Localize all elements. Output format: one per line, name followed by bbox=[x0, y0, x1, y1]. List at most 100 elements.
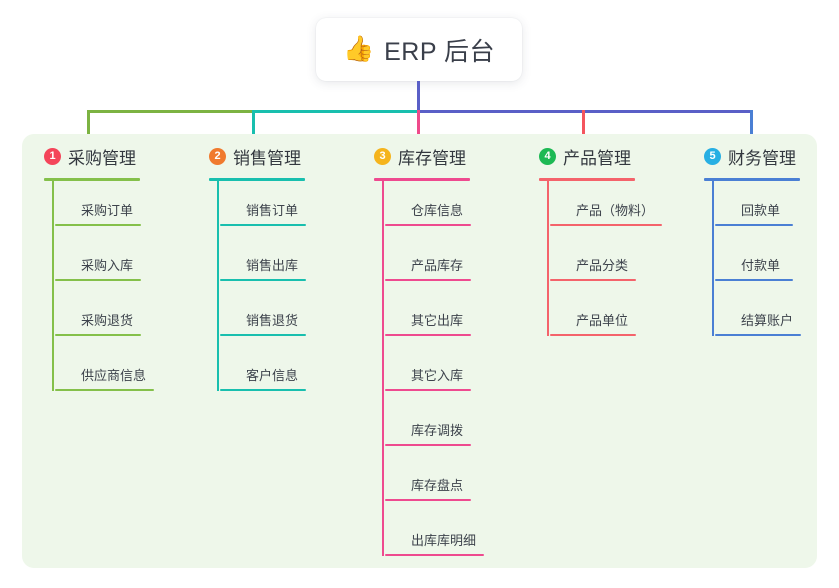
leaf-item-label: 供应商信息 bbox=[81, 368, 147, 383]
branch-header-4[interactable]: 4 产品管理 bbox=[539, 144, 631, 169]
leaf-item-label: 出库库明细 bbox=[411, 533, 477, 548]
leaf-item-underline bbox=[385, 554, 484, 556]
branch-title: 采购管理 bbox=[68, 149, 136, 168]
branch-number-badge: 4 bbox=[539, 148, 556, 165]
leaf-item-underline bbox=[715, 334, 801, 336]
branch-title: 产品管理 bbox=[563, 149, 631, 168]
leaf-item-label: 产品（物料） bbox=[576, 203, 655, 218]
leaf-item-underline bbox=[550, 279, 636, 281]
leaf-item[interactable]: 客户信息 bbox=[220, 351, 350, 391]
leaf-item-label: 回款单 bbox=[741, 203, 781, 218]
leaf-item-label: 产品分类 bbox=[576, 258, 629, 273]
branch-header-1[interactable]: 1 采购管理 bbox=[44, 144, 136, 169]
branch-underline bbox=[374, 178, 470, 181]
bus-segment-teal bbox=[252, 110, 417, 113]
leaf-item-underline bbox=[385, 224, 471, 226]
leaf-item-underline bbox=[715, 224, 793, 226]
root-stem-line bbox=[417, 81, 420, 113]
branch-spine bbox=[547, 178, 549, 336]
leaf-item-label: 库存调拨 bbox=[411, 423, 464, 438]
branch-spine bbox=[52, 178, 54, 391]
branch-header-2[interactable]: 2 销售管理 bbox=[209, 144, 301, 169]
branch-drop-line-2 bbox=[252, 110, 255, 146]
leaf-item-label: 结算账户 bbox=[741, 313, 794, 328]
branch-title: 销售管理 bbox=[233, 149, 301, 168]
leaf-item[interactable]: 出库库明细 bbox=[385, 516, 515, 556]
leaf-item[interactable]: 结算账户 bbox=[715, 296, 839, 336]
branch-underline bbox=[209, 178, 305, 181]
leaf-item-underline bbox=[385, 279, 471, 281]
leaf-item[interactable]: 其它出库 bbox=[385, 296, 515, 336]
leaf-item[interactable]: 产品单位 bbox=[550, 296, 680, 336]
leaf-item-label: 产品库存 bbox=[411, 258, 464, 273]
bus-segment-green bbox=[87, 110, 252, 113]
leaf-item[interactable]: 供应商信息 bbox=[55, 351, 185, 391]
leaf-item[interactable]: 采购退货 bbox=[55, 296, 185, 336]
branch-spine bbox=[217, 178, 219, 391]
branch-number-badge: 5 bbox=[704, 148, 721, 165]
branch-drop-line-1 bbox=[87, 110, 90, 146]
branch-number-badge: 1 bbox=[44, 148, 61, 165]
branch-header-5[interactable]: 5 财务管理 bbox=[704, 144, 796, 169]
branches-panel: 1 采购管理采购订单采购入库采购退货供应商信息 2 销售管理销售订单销售出库销售退货客… bbox=[22, 134, 817, 568]
branch-drop-line-4 bbox=[582, 110, 585, 146]
leaf-item[interactable]: 采购订单 bbox=[55, 186, 185, 226]
leaf-item-label: 客户信息 bbox=[246, 368, 299, 383]
leaf-item-underline bbox=[55, 224, 141, 226]
branch-title: 财务管理 bbox=[728, 149, 796, 168]
leaf-item-label: 付款单 bbox=[741, 258, 781, 273]
leaf-item-label: 仓库信息 bbox=[411, 203, 464, 218]
branch-title: 库存管理 bbox=[398, 149, 466, 168]
branch-underline bbox=[539, 178, 635, 181]
leaf-item-underline bbox=[385, 334, 471, 336]
leaf-item-underline bbox=[715, 279, 793, 281]
branch-header-3[interactable]: 3 库存管理 bbox=[374, 144, 466, 169]
leaf-item-label: 其它出库 bbox=[411, 313, 464, 328]
branch-spine bbox=[382, 178, 384, 556]
leaf-item-label: 库存盘点 bbox=[411, 478, 464, 493]
branch-underline bbox=[704, 178, 800, 181]
leaf-item[interactable]: 产品库存 bbox=[385, 241, 515, 281]
leaf-item[interactable]: 采购入库 bbox=[55, 241, 185, 281]
leaf-item-underline bbox=[550, 224, 662, 226]
leaf-item-underline bbox=[385, 499, 471, 501]
leaf-item-underline bbox=[385, 389, 471, 391]
leaf-item-label: 采购入库 bbox=[81, 258, 134, 273]
thumbs-up-icon: 👍 bbox=[342, 35, 375, 63]
leaf-item-label: 其它入库 bbox=[411, 368, 464, 383]
leaf-item-label: 采购订单 bbox=[81, 203, 134, 218]
leaf-item-underline bbox=[220, 279, 306, 281]
leaf-item[interactable]: 回款单 bbox=[715, 186, 839, 226]
leaf-item-underline bbox=[55, 279, 141, 281]
branch-underline bbox=[44, 178, 140, 181]
root-node-erp-backend[interactable]: 👍 ERP 后台 bbox=[316, 18, 522, 81]
leaf-item-underline bbox=[55, 389, 154, 391]
leaf-item-label: 销售出库 bbox=[246, 258, 299, 273]
leaf-item-label: 销售退货 bbox=[246, 313, 299, 328]
leaf-item-underline bbox=[220, 334, 306, 336]
leaf-item-label: 销售订单 bbox=[246, 203, 299, 218]
leaf-item[interactable]: 付款单 bbox=[715, 241, 839, 281]
leaf-item[interactable]: 销售退货 bbox=[220, 296, 350, 336]
branch-spine bbox=[712, 178, 714, 336]
leaf-item[interactable]: 产品（物料） bbox=[550, 186, 680, 226]
leaf-item[interactable]: 库存调拨 bbox=[385, 406, 515, 446]
branch-number-badge: 3 bbox=[374, 148, 391, 165]
leaf-item[interactable]: 销售出库 bbox=[220, 241, 350, 281]
leaf-item[interactable]: 库存盘点 bbox=[385, 461, 515, 501]
branch-drop-line-5 bbox=[750, 110, 753, 146]
leaf-item-label: 产品单位 bbox=[576, 313, 629, 328]
leaf-item[interactable]: 销售订单 bbox=[220, 186, 350, 226]
leaf-item-underline bbox=[220, 389, 306, 391]
leaf-item-underline bbox=[220, 224, 306, 226]
leaf-item-underline bbox=[55, 334, 141, 336]
leaf-item[interactable]: 仓库信息 bbox=[385, 186, 515, 226]
leaf-item-underline bbox=[385, 444, 471, 446]
branch-number-badge: 2 bbox=[209, 148, 226, 165]
leaf-item[interactable]: 其它入库 bbox=[385, 351, 515, 391]
root-node-title: ERP 后台 bbox=[384, 37, 496, 66]
leaf-item[interactable]: 产品分类 bbox=[550, 241, 680, 281]
branch-drop-line-3 bbox=[417, 110, 420, 146]
leaf-item-label: 采购退货 bbox=[81, 313, 134, 328]
